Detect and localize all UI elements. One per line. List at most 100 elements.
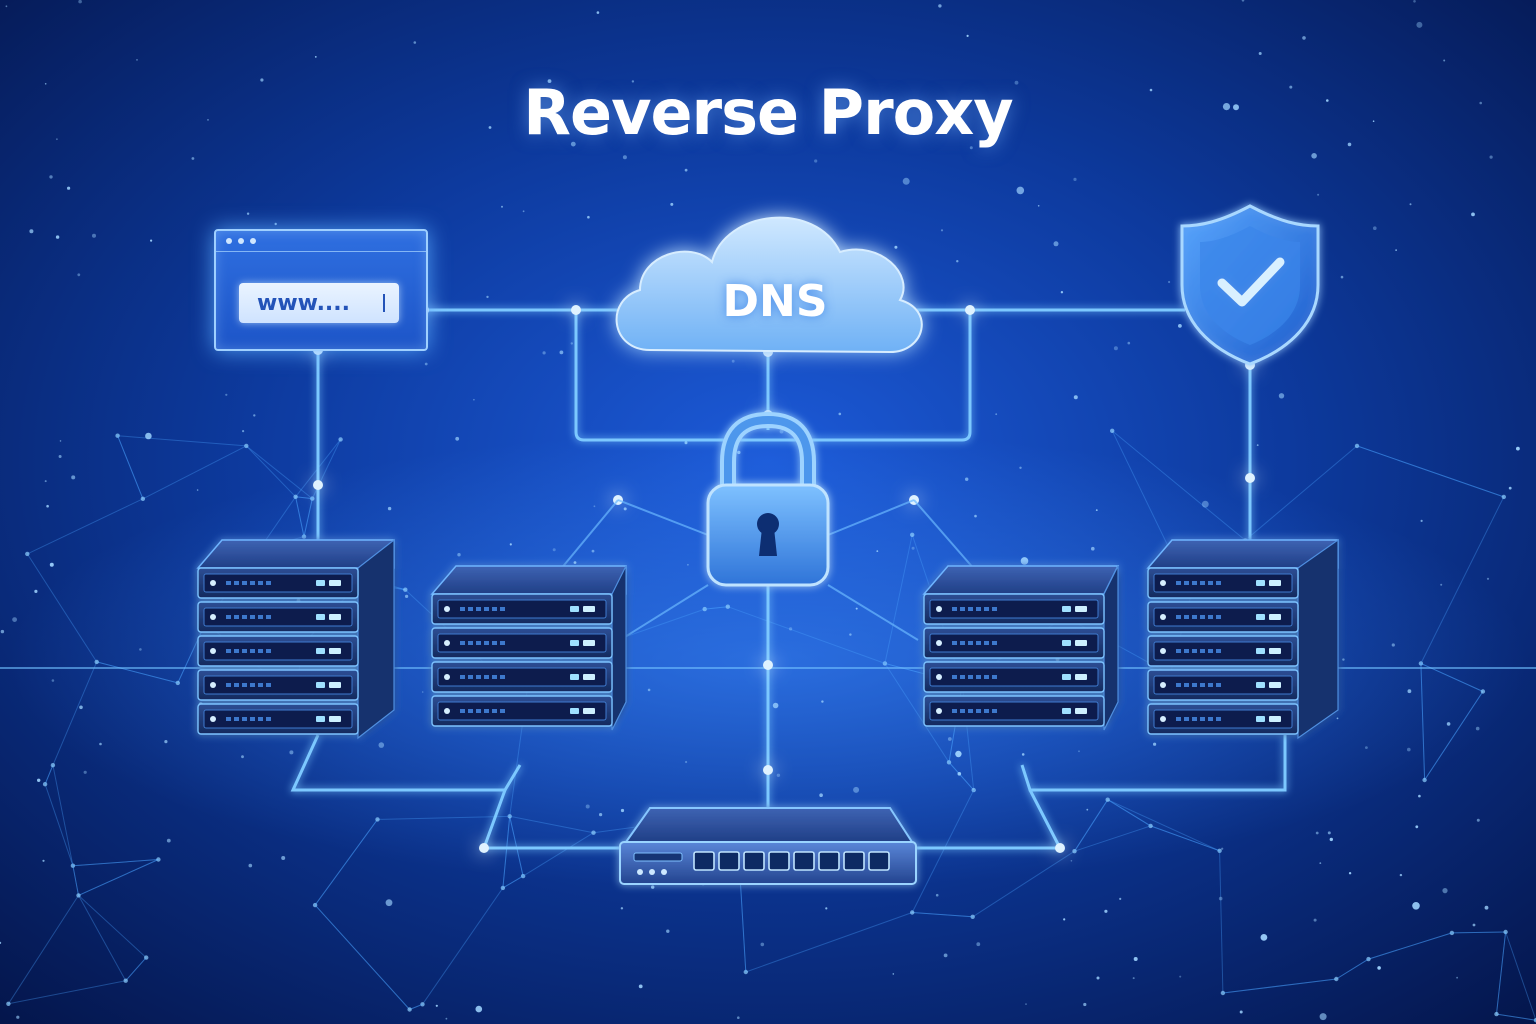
vent-slot	[234, 581, 239, 585]
vent-slot	[992, 675, 997, 679]
vent-slot	[1184, 615, 1189, 619]
vent-slot	[960, 607, 965, 611]
mesh-link	[303, 498, 313, 537]
vent-slot	[242, 581, 247, 585]
status-led	[583, 640, 595, 646]
star-particle	[49, 175, 53, 179]
mesh-node	[338, 437, 343, 442]
mesh-node	[743, 969, 748, 975]
star-particle	[1021, 753, 1025, 756]
status-led	[329, 614, 341, 620]
mesh-link	[948, 761, 975, 791]
vent-slot	[258, 615, 263, 619]
vent-slot	[976, 607, 981, 611]
mesh-node	[407, 1007, 412, 1012]
star-particle	[938, 4, 942, 8]
server-faceplate	[1153, 607, 1293, 627]
vent-slot	[984, 675, 989, 679]
mesh-link	[912, 912, 973, 918]
vent-slot	[960, 641, 965, 645]
star-particle	[974, 514, 977, 518]
mesh-link	[1150, 825, 1220, 852]
vent-slot	[492, 709, 497, 713]
mesh-link	[117, 435, 144, 499]
star-particle	[599, 813, 603, 817]
mesh-link	[314, 819, 378, 906]
mesh-node	[293, 494, 298, 499]
server-faceplate	[437, 667, 607, 687]
mesh-node	[1501, 494, 1507, 500]
star-particle	[1239, 1010, 1243, 1014]
mesh-node	[123, 978, 128, 983]
mesh-link	[911, 789, 975, 913]
mesh-link	[72, 865, 79, 896]
star-particle	[1319, 862, 1322, 864]
power-led	[210, 716, 216, 722]
mesh-link	[1107, 799, 1151, 827]
vent-slot	[468, 709, 473, 713]
vent-slot	[1176, 717, 1181, 721]
vent-slot	[1184, 581, 1189, 585]
mesh-link	[245, 445, 313, 499]
star-particle	[92, 233, 96, 238]
mesh-node	[1503, 929, 1508, 935]
mesh-link	[7, 895, 79, 1005]
star-particle	[242, 430, 245, 433]
vent-slot	[476, 641, 481, 645]
star-particle	[969, 146, 973, 150]
star-particle	[1508, 486, 1512, 490]
vent-slot	[242, 615, 247, 619]
status-led	[329, 580, 341, 586]
star-particle	[486, 295, 489, 299]
switch-port	[768, 851, 790, 871]
mesh-link	[1420, 663, 1426, 781]
power-led	[1160, 648, 1166, 654]
vent-slot	[460, 607, 465, 611]
star-particle	[849, 633, 852, 636]
star-particle	[1415, 825, 1419, 829]
mesh-node	[1148, 823, 1153, 829]
server-rack-icon	[922, 565, 1120, 731]
star-particle	[1053, 241, 1059, 247]
vent-slot	[250, 649, 255, 653]
mesh-node	[50, 763, 56, 768]
star-particle	[196, 489, 199, 491]
server-faceplate	[1153, 675, 1293, 695]
star-particle	[1218, 896, 1223, 901]
vent-slot	[1192, 683, 1197, 687]
star-particle	[1475, 726, 1480, 731]
status-led	[1062, 674, 1071, 680]
mesh-node	[702, 606, 707, 612]
status-led	[1062, 708, 1071, 714]
star-particle	[522, 210, 525, 213]
star-particle	[77, 273, 81, 277]
mesh-link	[1496, 1013, 1536, 1021]
status-led	[583, 674, 595, 680]
vent-slot	[1216, 581, 1221, 585]
star-particle	[1178, 324, 1182, 328]
server-faceplate	[437, 599, 607, 619]
server-faceplate	[203, 675, 353, 695]
status-led	[1256, 682, 1265, 688]
star-particle	[1260, 934, 1268, 941]
mesh-link	[502, 875, 524, 889]
mesh-link	[509, 815, 594, 834]
switch-port	[718, 851, 740, 871]
star-particle	[79, 705, 83, 710]
star-particle	[1365, 746, 1368, 749]
url-field: www....	[239, 283, 399, 323]
star-particle	[1133, 957, 1138, 961]
vent-slot	[960, 675, 965, 679]
server-faceplate	[203, 607, 353, 627]
vent-slot	[952, 641, 957, 645]
mesh-link	[1424, 691, 1484, 781]
status-led	[570, 606, 579, 612]
vent-slot	[976, 675, 981, 679]
mesh-node	[1334, 976, 1339, 982]
star-particle	[853, 786, 860, 793]
vent-slot	[968, 641, 973, 645]
text-cursor	[383, 294, 385, 312]
power-led	[210, 580, 216, 586]
power-led	[444, 606, 450, 612]
vent-slot	[1208, 649, 1213, 653]
